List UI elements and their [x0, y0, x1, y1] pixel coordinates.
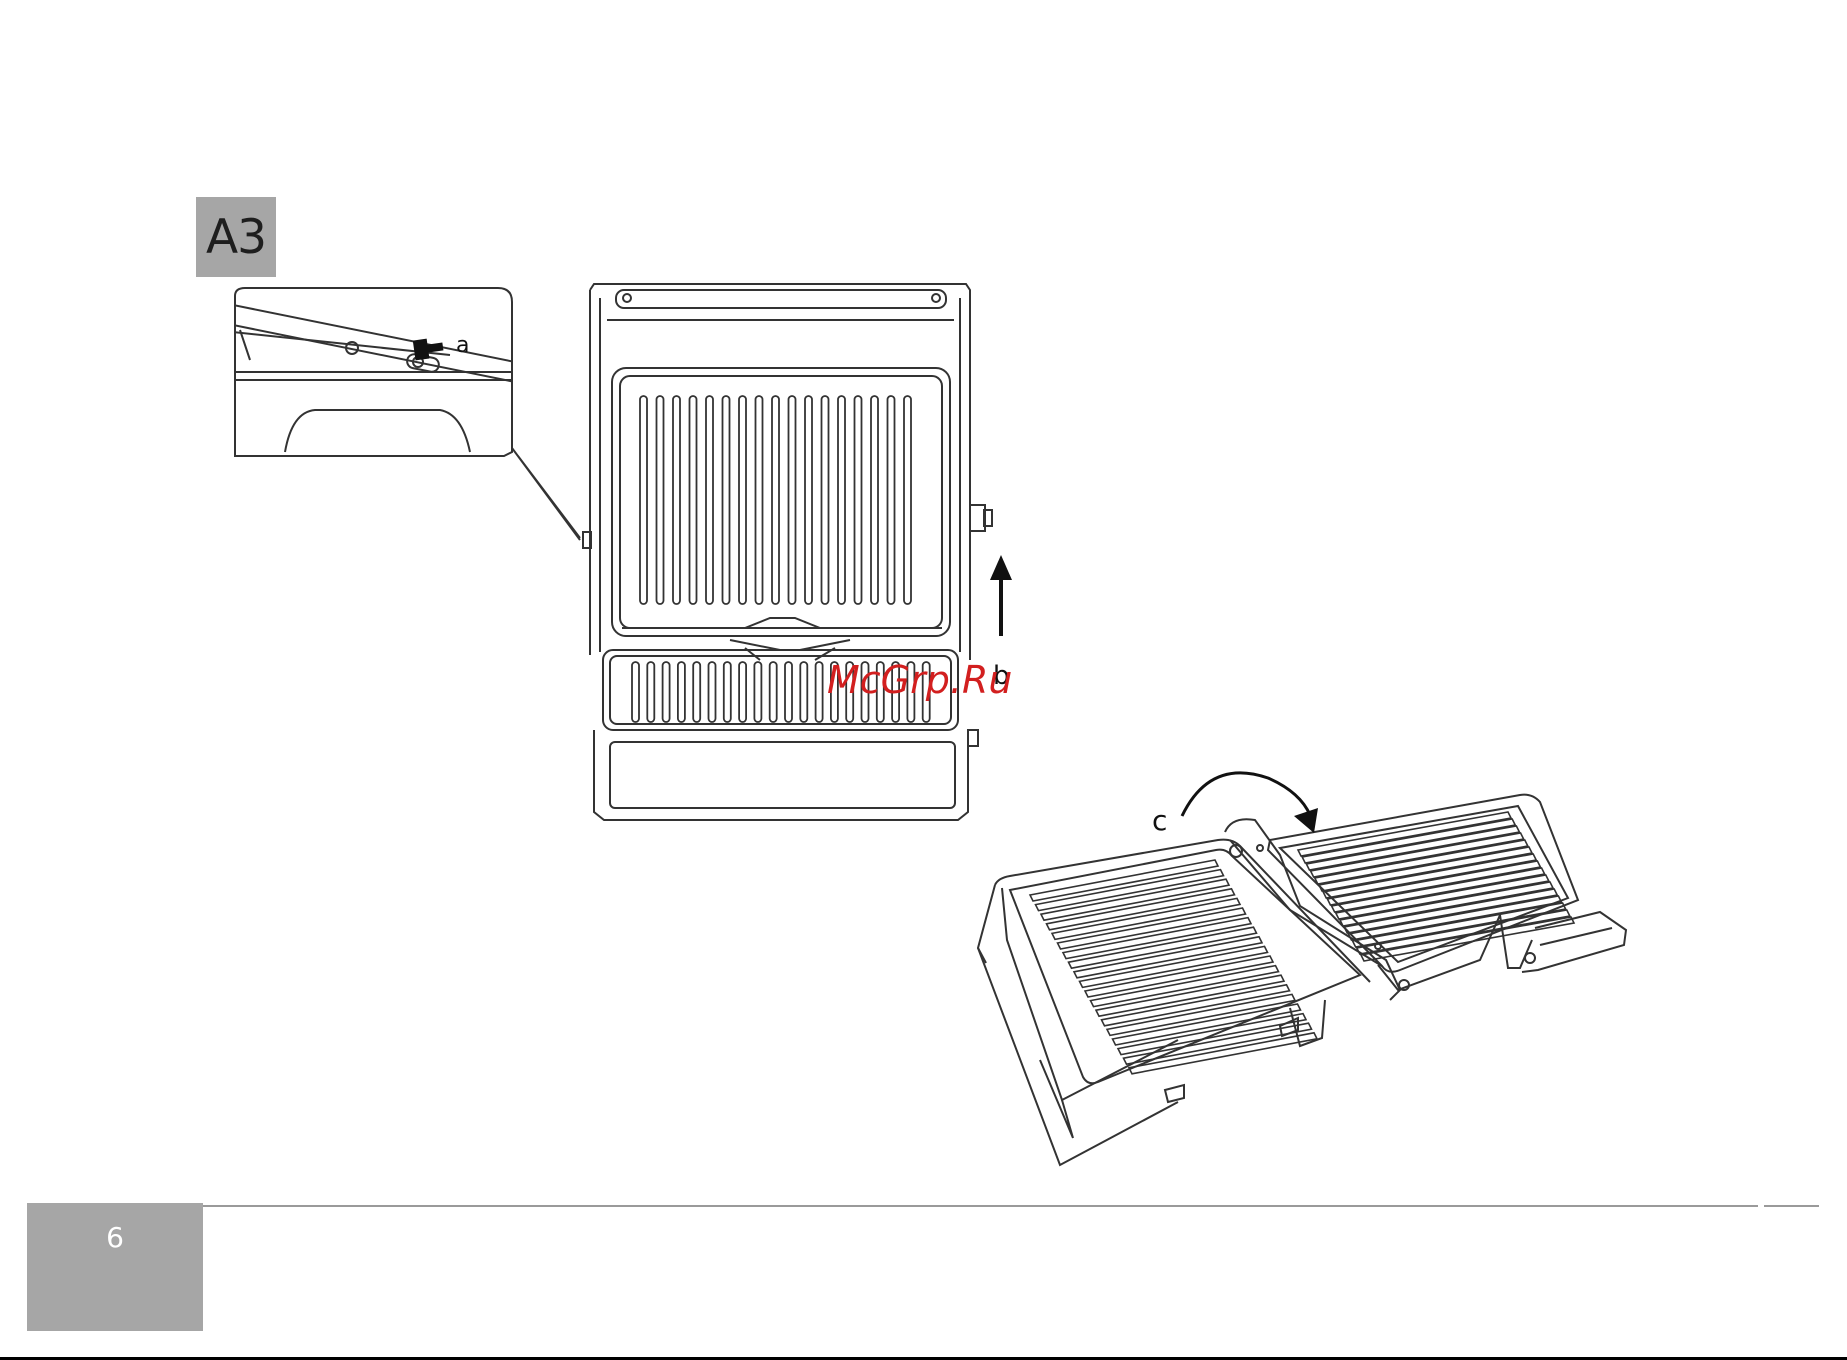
- grill-rib: [785, 662, 792, 722]
- grill-rib: [1319, 847, 1532, 891]
- grill-rib: [1340, 882, 1553, 926]
- grill-rib: [871, 396, 878, 604]
- grill-rib: [709, 662, 716, 722]
- grill-rib: [1315, 840, 1528, 884]
- grill-rib: [1348, 896, 1561, 940]
- label-a: a: [456, 333, 469, 358]
- grill-rib: [1361, 917, 1574, 961]
- arrow-up-icon: [990, 555, 1012, 636]
- grill-rib: [1311, 833, 1524, 877]
- watermark-text: McGrp.Ru: [827, 658, 1012, 702]
- footer-rule-end: [1764, 1205, 1819, 1207]
- label-c: c: [1152, 804, 1167, 837]
- grill-rib: [706, 396, 713, 604]
- grill-rib: [663, 662, 670, 722]
- grill-rib: [1323, 854, 1536, 898]
- grill-rib: [693, 662, 700, 722]
- grill-rib: [690, 396, 697, 604]
- grill-rib: [789, 396, 796, 604]
- grill-rib: [888, 396, 895, 604]
- zoom-detail: [233, 288, 580, 540]
- grill-rib: [673, 396, 680, 604]
- grill-rib: [1306, 826, 1519, 870]
- grill-rib: [855, 396, 862, 604]
- grill-rib: [772, 396, 779, 604]
- grill-flat-view: [978, 795, 1626, 1165]
- grill-rib: [723, 396, 730, 604]
- grill-front-view: [583, 284, 992, 820]
- grill-rib: [1298, 812, 1511, 856]
- grill-rib: [838, 396, 845, 604]
- grill-rib: [822, 396, 829, 604]
- grill-rib: [724, 662, 731, 722]
- grill-rib: [904, 396, 911, 604]
- grill-rib: [640, 396, 647, 604]
- grill-rib: [739, 396, 746, 604]
- grill-rib: [756, 396, 763, 604]
- page-number-box: 6: [27, 1203, 203, 1331]
- grill-rib: [800, 662, 807, 722]
- grill-rib: [647, 662, 654, 722]
- grill-rib: [632, 662, 639, 722]
- grill-rib: [678, 662, 685, 722]
- grill-rib: [739, 662, 746, 722]
- grill-rib: [770, 662, 777, 722]
- grill-rib: [1353, 903, 1566, 947]
- footer-rule: [203, 1205, 1758, 1207]
- arrow-left-icon: [413, 337, 445, 361]
- page-number: 6: [27, 1221, 203, 1254]
- upper-plate-ribs: [640, 396, 911, 604]
- grill-rib: [754, 662, 761, 722]
- grill-rib: [1327, 861, 1540, 905]
- arrow-curved-icon: [1182, 773, 1318, 833]
- grill-rib: [816, 662, 823, 722]
- grill-rib: [1332, 868, 1545, 912]
- grill-rib: [805, 396, 812, 604]
- grill-rib: [1344, 889, 1557, 933]
- grill-rib: [657, 396, 664, 604]
- grill-rib: [1336, 875, 1549, 919]
